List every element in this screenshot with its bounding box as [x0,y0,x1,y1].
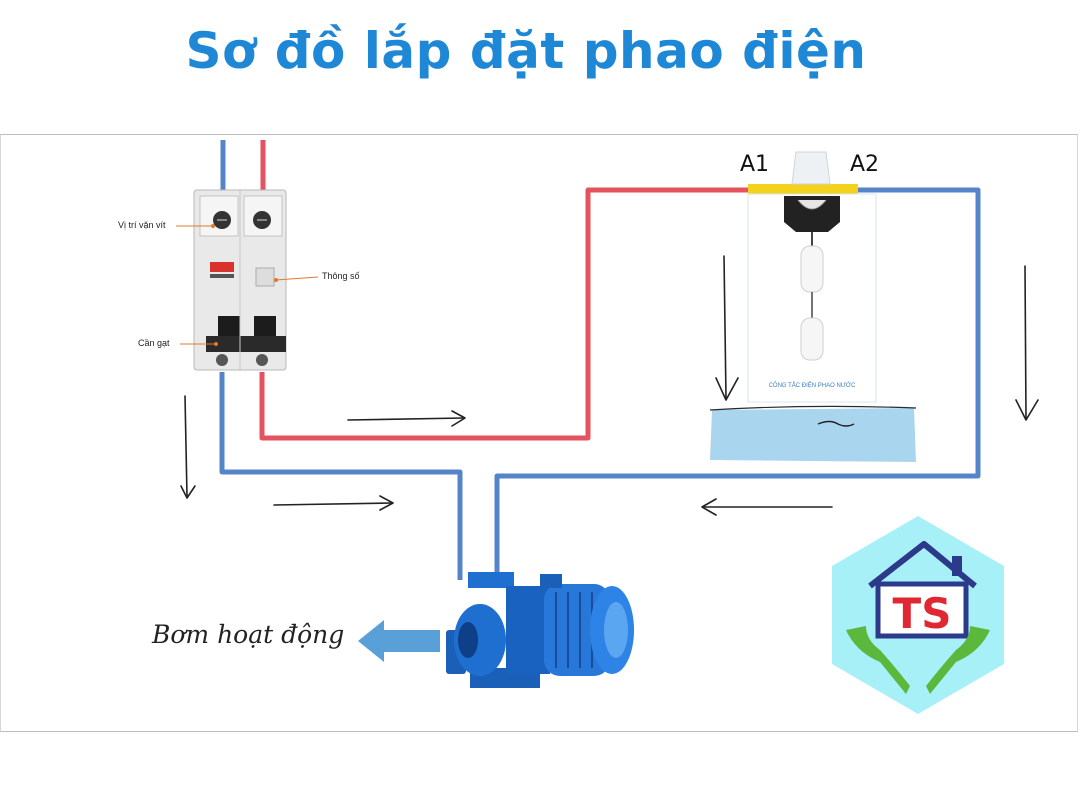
water-pump-icon [446,572,634,688]
flow-arrow-icon [180,395,196,499]
lever-label: Cần gạt [138,338,170,348]
flow-arrow-icon [347,410,466,427]
breaker-icon [176,189,319,371]
flow-arrow-icon [273,495,394,511]
logo-icon: TS [832,516,1004,714]
output-arrow-icon [358,620,440,662]
neutral-wire [219,140,981,580]
svg-text:TS: TS [893,589,952,638]
page-title: Sơ đồ lắp đặt phao điện [185,22,867,80]
terminal-a2-label: A2 [850,152,880,177]
float-switch-icon [747,151,877,403]
screw-position-label: Vị trí vặn vít [118,220,166,230]
diagram-frame [0,134,1078,732]
spec-label: Thông số [322,271,360,281]
flow-arrow-icon [715,255,739,401]
flow-arrow-icon [1015,265,1039,421]
float-switch-caption: CÔNG TẮC ĐIỆN PHAO NƯỚC [768,383,856,389]
pump-running-label: Bơm hoạt động [152,620,345,649]
terminal-bar [748,184,858,194]
water-tank [709,405,917,462]
live-wire [259,140,750,441]
flow-arrow-icon [701,498,833,516]
terminal-a1-label: A1 [740,152,770,177]
